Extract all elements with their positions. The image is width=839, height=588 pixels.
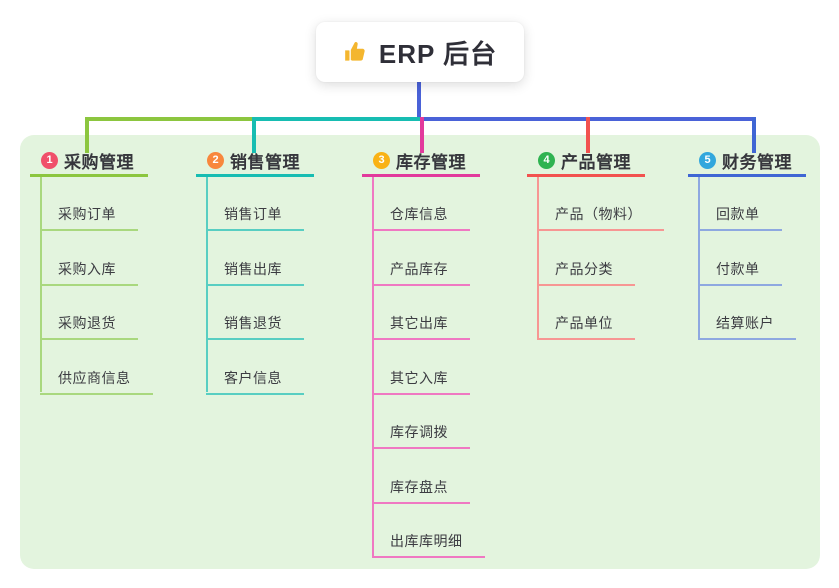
child-node[interactable]: 客户信息: [206, 363, 304, 395]
branch-trunk-line: [40, 177, 42, 392]
branch-sales-title[interactable]: 2 销售管理: [196, 146, 314, 177]
child-node[interactable]: 产品单位: [537, 308, 635, 340]
root-node[interactable]: ERP 后台: [316, 22, 524, 82]
connector-horizontal-teal: [254, 117, 422, 121]
branch-title-label: 销售管理: [230, 152, 300, 172]
branch-product-title[interactable]: 4 产品管理: [527, 146, 645, 177]
child-node[interactable]: 销售出库: [206, 254, 304, 286]
root-label: ERP 后台: [378, 38, 498, 69]
child-node[interactable]: 库存调拨: [372, 417, 470, 449]
child-node[interactable]: 结算账户: [698, 308, 796, 340]
branch-purchase-title[interactable]: 1 采购管理: [30, 146, 148, 177]
child-node[interactable]: 回款单: [698, 199, 782, 231]
branch-trunk-line: [372, 177, 374, 556]
connector-drop-sales: [252, 117, 256, 153]
connector-root-vertical: [417, 81, 421, 118]
child-node[interactable]: 仓库信息: [372, 199, 470, 231]
connector-drop-product: [586, 117, 590, 153]
branches-panel: [20, 135, 820, 569]
branch-trunk-line: [537, 177, 539, 338]
child-node[interactable]: 采购订单: [40, 199, 138, 231]
branch-index-badge: 4: [538, 151, 555, 169]
child-node[interactable]: 销售退货: [206, 308, 304, 340]
branch-inventory-title[interactable]: 3 库存管理: [362, 146, 480, 177]
child-node[interactable]: 产品分类: [537, 254, 635, 286]
branch-purchase: 1 采购管理 采购订单 采购入库 采购退货 供应商信息: [30, 146, 153, 395]
child-node[interactable]: 库存盘点: [372, 472, 470, 504]
branch-finance-title[interactable]: 5 财务管理: [688, 146, 806, 177]
child-node[interactable]: 产品库存: [372, 254, 470, 286]
child-node[interactable]: 销售订单: [206, 199, 304, 231]
branch-product: 4 产品管理 产品（物料） 产品分类 产品单位: [527, 146, 664, 340]
child-node[interactable]: 供应商信息: [40, 363, 153, 395]
branch-title-label: 产品管理: [561, 152, 631, 172]
branch-finance: 5 财务管理 回款单 付款单 结算账户: [688, 146, 806, 340]
thumbs-up-icon: [343, 39, 369, 65]
connector-drop-inventory: [420, 117, 424, 153]
connector-horizontal-green: [85, 117, 254, 121]
branch-trunk-line: [698, 177, 700, 338]
child-node[interactable]: 产品（物料）: [537, 199, 664, 231]
branch-title-label: 库存管理: [396, 152, 466, 172]
child-node[interactable]: 付款单: [698, 254, 782, 286]
branch-index-badge: 2: [207, 151, 224, 169]
child-node[interactable]: 其它入库: [372, 363, 470, 395]
branch-index-badge: 1: [41, 151, 58, 169]
branch-index-badge: 3: [373, 151, 390, 169]
branch-sales: 2 销售管理 销售订单 销售出库 销售退货 客户信息: [196, 146, 314, 395]
branch-trunk-line: [206, 177, 208, 392]
branch-index-badge: 5: [699, 151, 716, 169]
connector-drop-purchase: [85, 117, 89, 153]
child-node[interactable]: 采购入库: [40, 254, 138, 286]
branch-title-label: 采购管理: [64, 152, 134, 172]
branch-title-label: 财务管理: [722, 152, 792, 172]
connector-drop-finance: [752, 117, 756, 153]
branch-inventory: 3 库存管理 仓库信息 产品库存 其它出库 其它入库 库存调拨 库存盘点 出库库…: [362, 146, 485, 558]
child-node[interactable]: 其它出库: [372, 308, 470, 340]
child-node[interactable]: 出库库明细: [372, 526, 485, 558]
child-node[interactable]: 采购退货: [40, 308, 138, 340]
